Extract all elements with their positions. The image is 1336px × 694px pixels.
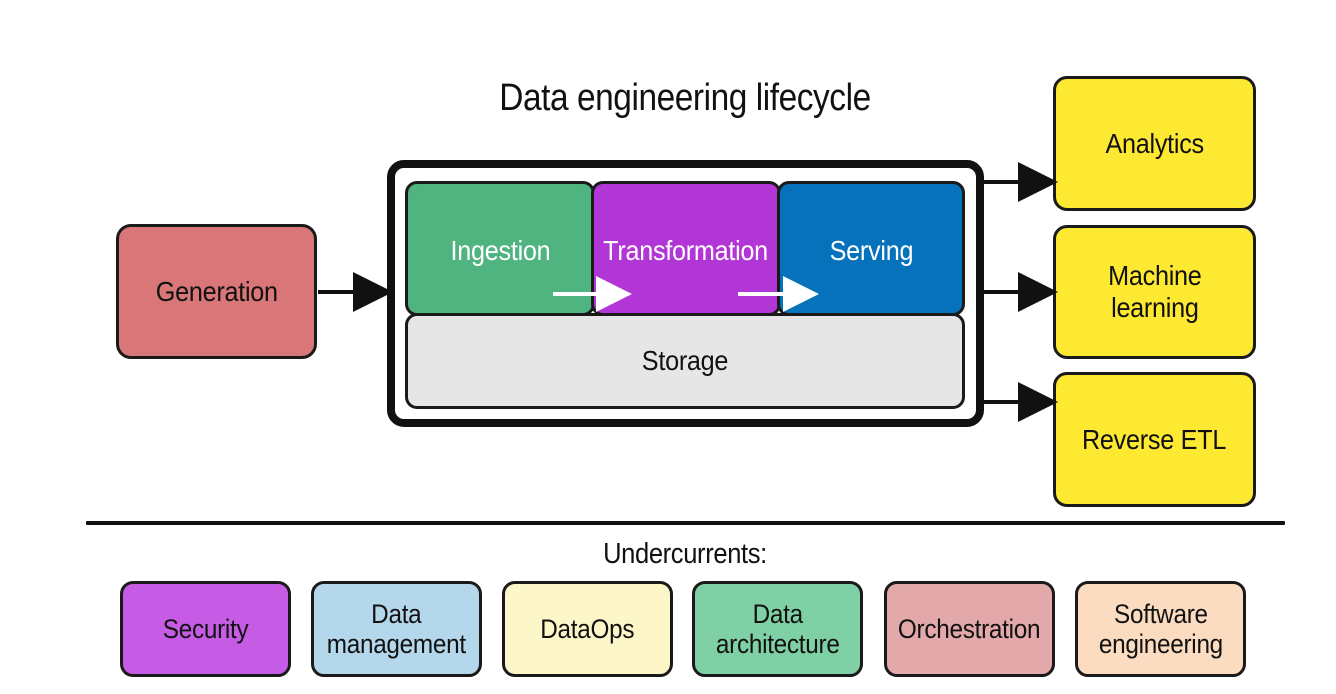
reverse-etl-node: Reverse ETL [1053,372,1256,507]
serving-label: Serving [829,235,913,266]
analytics-label: Analytics [1105,127,1204,159]
transformation-label: Transformation [603,235,769,266]
undercurrents-title: Undercurrents: [603,538,767,570]
security-label: Security [162,614,249,644]
orchestration-label: Orchestration [898,614,1041,644]
data-management-label: Data management [326,599,467,659]
data-architecture-label: Data architecture [715,599,840,659]
software-engineering-undercurrent: Software engineering [1075,581,1246,677]
data-architecture-undercurrent: Data architecture [692,581,863,677]
dataops-undercurrent: DataOps [502,581,673,677]
dataops-label: DataOps [540,614,635,644]
security-undercurrent: Security [120,581,291,677]
ingestion-label: Ingestion [450,235,550,266]
data-management-undercurrent: Data management [311,581,482,677]
machine-learning-node: Machine learning [1053,225,1256,359]
orchestration-undercurrent: Orchestration [884,581,1055,677]
undercurrents-divider [86,521,1285,525]
machine-learning-label: Machine learning [1107,260,1202,323]
reverse-etl-label: Reverse ETL [1082,423,1227,455]
generation-node: Generation [116,224,317,359]
storage-label: Storage [641,345,729,376]
serving-node: Serving [777,181,965,316]
analytics-node: Analytics [1053,76,1256,211]
storage-node: Storage [405,313,965,409]
ingestion-node: Ingestion [405,181,595,316]
software-engineering-label: Software engineering [1098,599,1223,659]
generation-label: Generation [155,275,278,307]
diagram-title: Data engineering lifecycle [499,77,871,119]
transformation-node: Transformation [591,181,781,316]
